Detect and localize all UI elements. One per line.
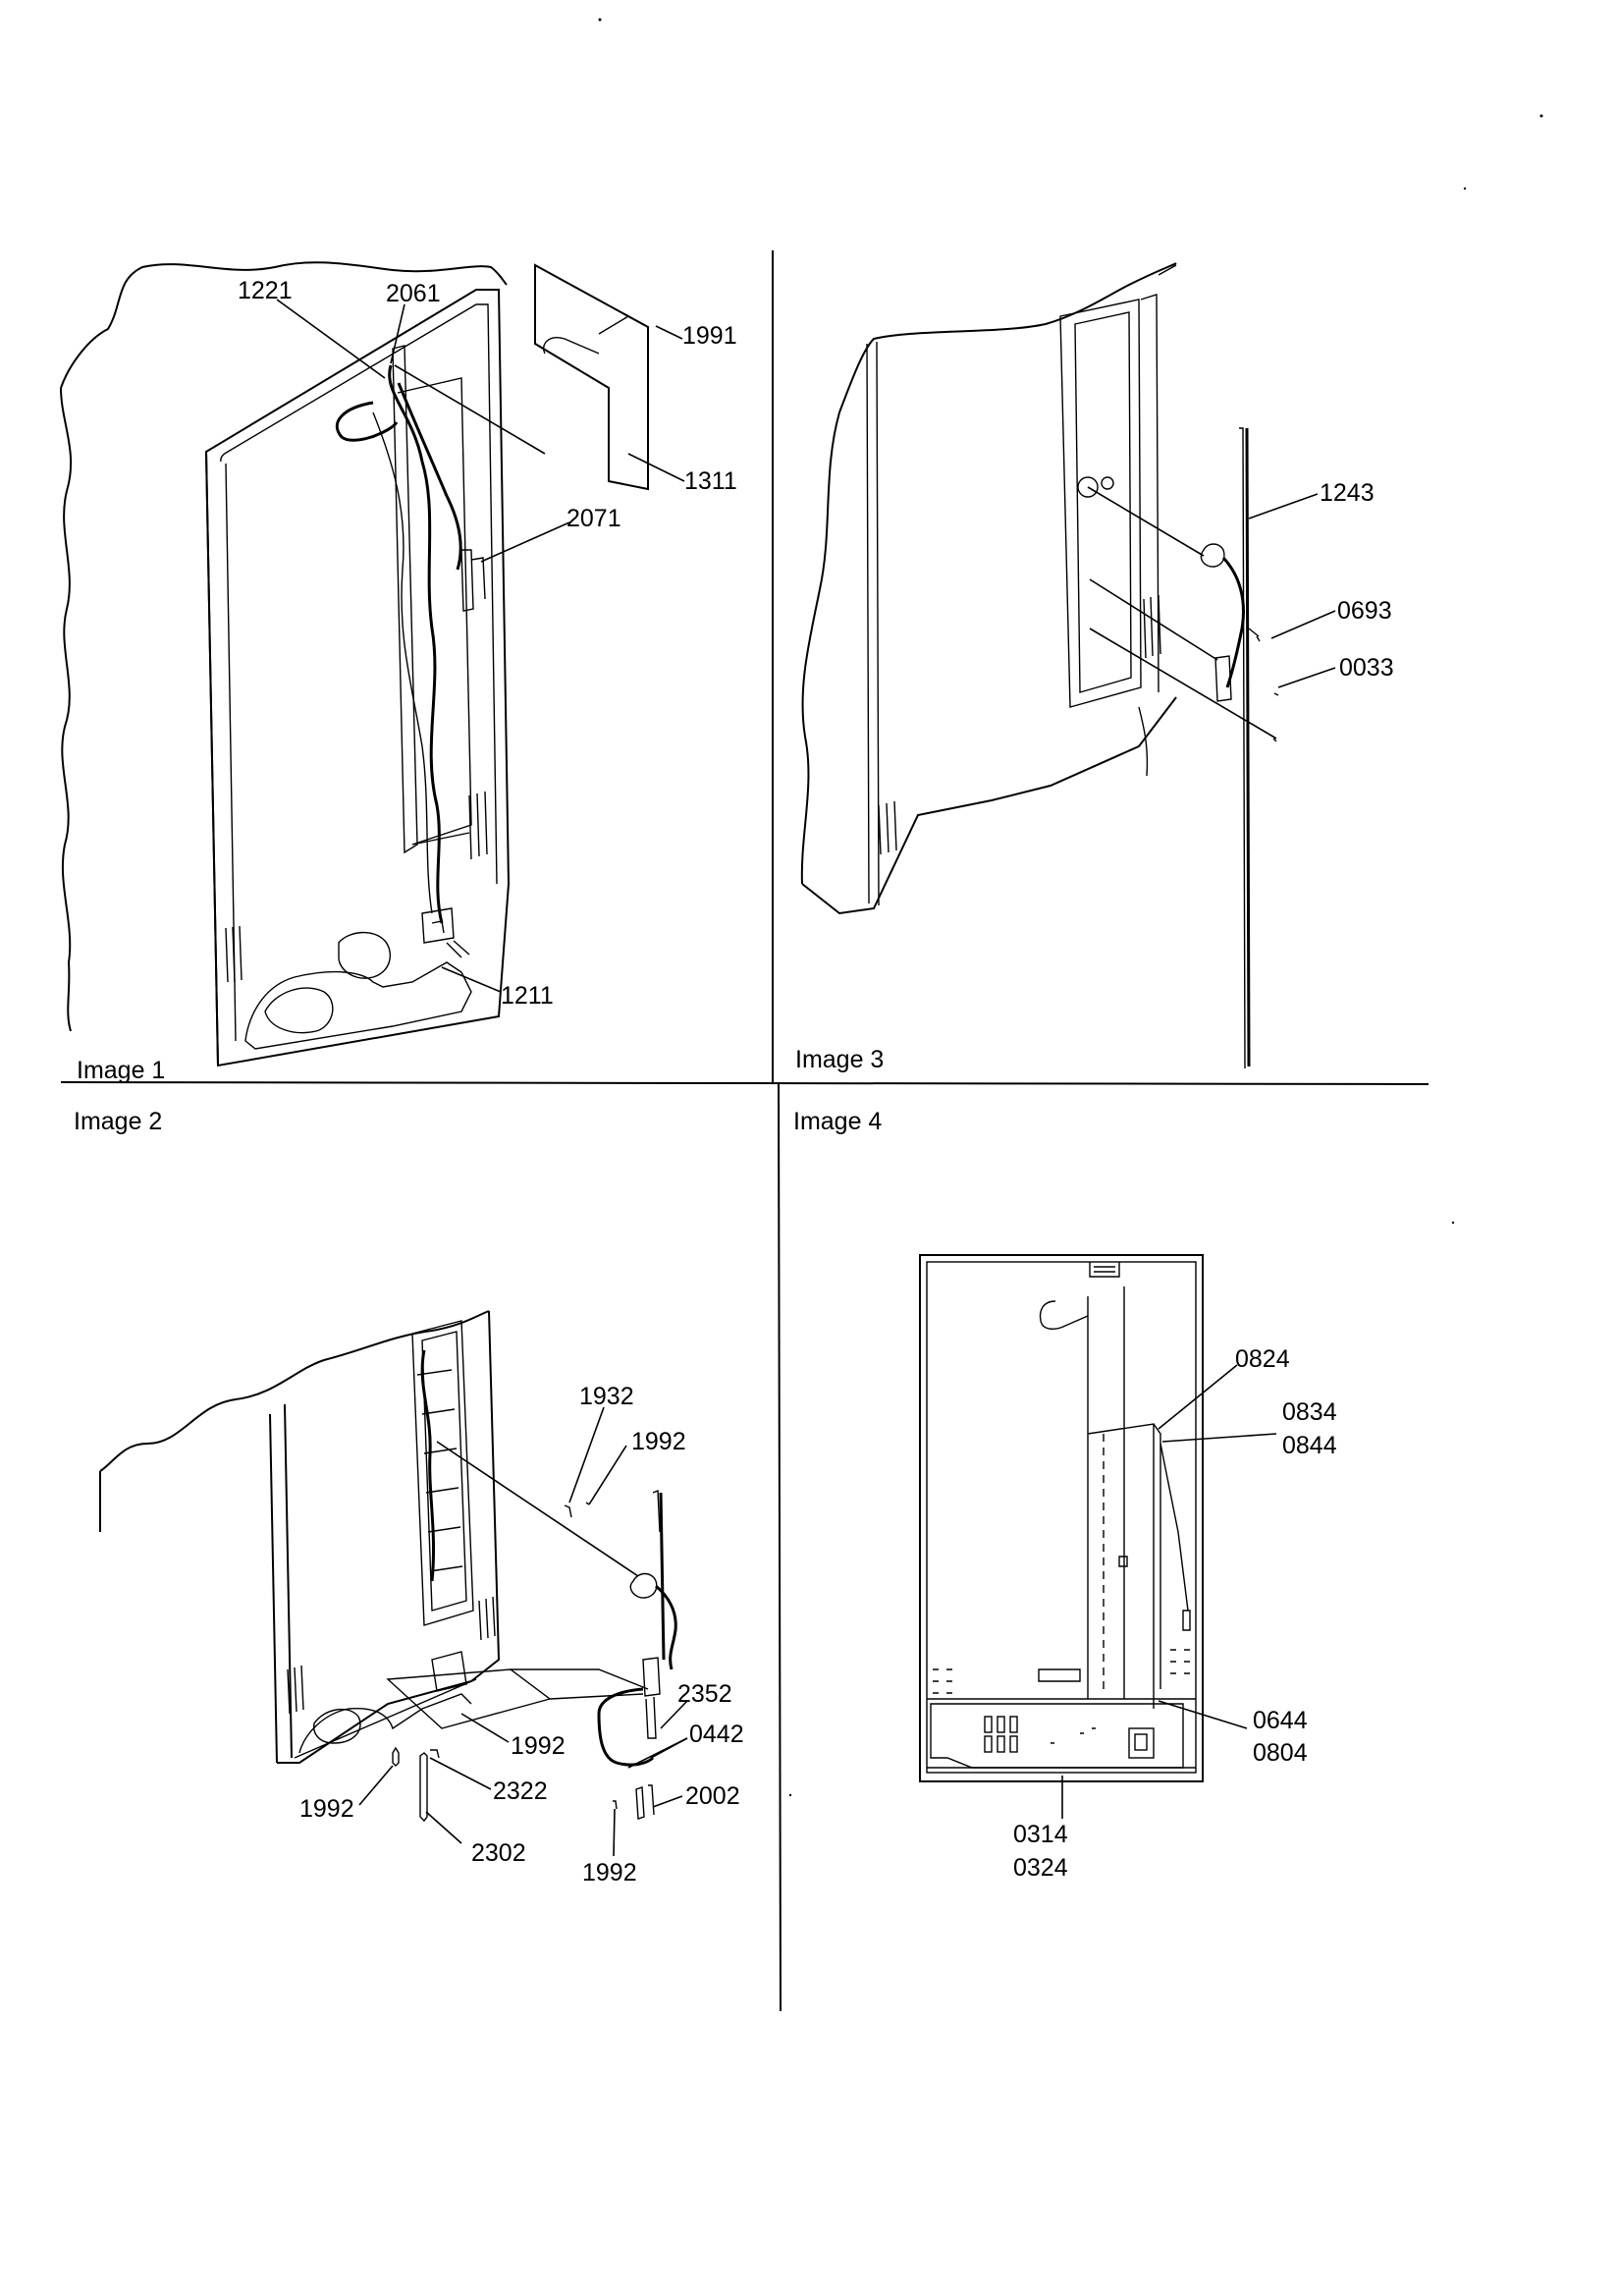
image1-part-1311-panel xyxy=(534,263,649,491)
scan-specks xyxy=(598,18,1543,1797)
callout-1991: 1991 xyxy=(682,322,737,350)
image1-refrigerator-back xyxy=(60,261,511,1067)
callout-0834: 0834 xyxy=(1282,1398,1337,1426)
callout-1311: 1311 xyxy=(684,467,737,495)
image1-leaders xyxy=(276,299,685,993)
callout-0693: 0693 xyxy=(1337,597,1392,625)
image4-leaders xyxy=(1061,1364,1277,1819)
callout-2071: 2071 xyxy=(566,505,621,532)
image1-caption: Image 1 xyxy=(77,1057,165,1084)
callout-2302: 2302 xyxy=(471,1839,526,1867)
image4-caption: Image 4 xyxy=(793,1108,882,1135)
callout-0324: 0324 xyxy=(1013,1854,1068,1882)
panel-dividers xyxy=(60,250,1429,2012)
callout-0824: 0824 xyxy=(1235,1345,1290,1373)
image3-leaders xyxy=(1087,486,1336,739)
image4-refrigerator-back xyxy=(919,1254,1204,1782)
callout-0033: 0033 xyxy=(1339,654,1394,682)
callout-1932: 1932 xyxy=(579,1383,634,1410)
callout-2322: 2322 xyxy=(493,1777,548,1805)
image3-caption: Image 3 xyxy=(795,1046,884,1073)
image2-parts xyxy=(392,1489,677,1823)
image3-refrigerator-back xyxy=(800,262,1177,915)
image3-parts xyxy=(1200,427,1279,1069)
callout-1992-left: 1992 xyxy=(299,1795,354,1823)
image2-caption: Image 2 xyxy=(74,1108,162,1135)
image2-refrigerator-back xyxy=(99,1310,649,1764)
callout-0314: 0314 xyxy=(1013,1821,1068,1848)
callout-1992-middle: 1992 xyxy=(511,1732,566,1760)
callout-0804: 0804 xyxy=(1253,1739,1308,1767)
image2-panel: 1932 1992 2352 0442 1992 2322 1992 2002 … xyxy=(74,1108,744,1886)
image2-leaders xyxy=(358,1406,688,1857)
callout-0442: 0442 xyxy=(689,1721,744,1748)
callout-0644: 0644 xyxy=(1253,1707,1308,1734)
image4-panel: 0824 0834 0844 0644 0804 0314 0324 Image… xyxy=(793,1108,1337,1882)
callout-2061: 2061 xyxy=(386,280,441,307)
callout-2352: 2352 xyxy=(677,1680,732,1708)
callout-1211: 1211 xyxy=(501,982,554,1010)
callout-1243: 1243 xyxy=(1320,479,1375,507)
image1-panel: 1221 2061 1991 1311 2071 1211 Image 1 xyxy=(60,261,737,1084)
callout-2002: 2002 xyxy=(685,1782,740,1810)
callout-1992-bottom: 1992 xyxy=(582,1859,637,1886)
callout-1992-top: 1992 xyxy=(631,1428,686,1455)
callout-0844: 0844 xyxy=(1282,1432,1337,1459)
image3-panel: 1243 0693 0033 Image 3 xyxy=(795,262,1394,1073)
callout-1221: 1221 xyxy=(238,277,293,304)
